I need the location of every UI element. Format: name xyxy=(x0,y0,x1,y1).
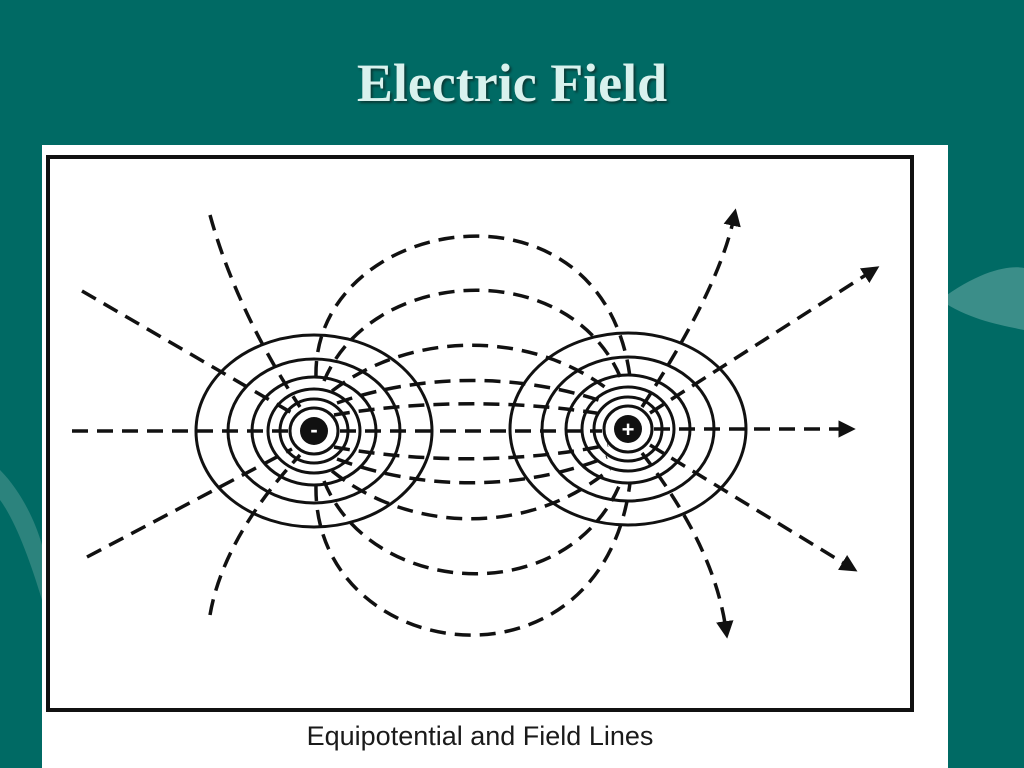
positive-charge: + xyxy=(614,415,642,443)
figure-frame xyxy=(46,155,914,712)
negative-charge: - xyxy=(300,417,328,445)
negative-charge-symbol: - xyxy=(310,417,317,442)
field-lines xyxy=(72,208,880,639)
field-diagram: - + xyxy=(46,155,914,712)
slide-title: Electric Field xyxy=(356,53,668,113)
positive-charge-symbol: + xyxy=(622,417,635,442)
figure-caption: Equipotential and Field Lines xyxy=(306,721,654,751)
equipotentials-positive xyxy=(508,331,748,527)
figure-panel: - + Equipotential and Field Lines xyxy=(42,145,948,768)
